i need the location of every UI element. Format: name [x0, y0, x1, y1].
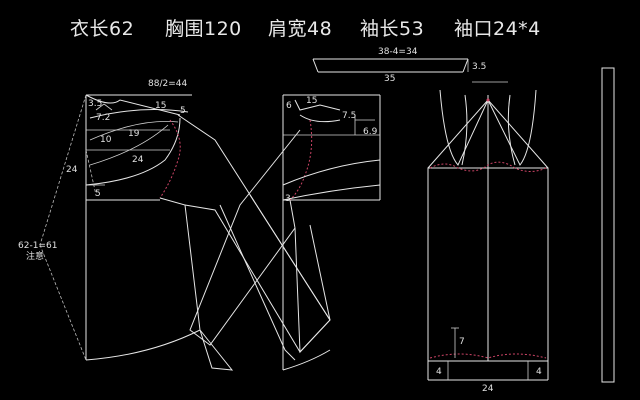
label-24-side: 24 — [66, 165, 78, 175]
ruler-bar — [601, 67, 615, 383]
label-cuff-width: 24 — [482, 384, 494, 394]
label-collar-width: 35 — [384, 74, 395, 84]
label-15-back: 15 — [306, 96, 317, 106]
label-half-bust: 88/2=44 — [148, 79, 187, 89]
label-24-curve: 24 — [132, 155, 144, 165]
front-body-panel — [39, 94, 201, 361]
label-5-front: 5 — [180, 106, 186, 116]
label-7-2: 7.2 — [96, 113, 110, 123]
spec-bust: 胸围120 — [165, 18, 242, 40]
label-3-back: 3 — [285, 194, 291, 204]
label-19: 19 — [128, 129, 140, 139]
spec-cuff: 袖口24*4 — [454, 18, 541, 40]
label-length-calc: 62-1=61 — [18, 241, 57, 251]
label-5-side: 5 — [95, 189, 101, 199]
label-note: 注意 — [26, 250, 44, 262]
spec-garment-length: 衣长62 — [70, 18, 135, 40]
sleeve — [427, 81, 549, 381]
label-collar-calc: 38-4=34 — [378, 47, 418, 57]
collar-band — [312, 58, 469, 73]
label-sleeve-7: 7 — [459, 337, 465, 347]
label-6-back: 6 — [286, 101, 292, 111]
pattern-labels: 88/2=44 3.5 7.2 15 5 10 19 24 24 5 62-1=… — [18, 47, 542, 394]
spec-shoulder-width: 肩宽48 — [268, 18, 333, 40]
label-front-collar-depth: 3.5 — [88, 99, 102, 109]
label-cuff-left: 4 — [436, 367, 442, 377]
label-7-5: 7.5 — [342, 111, 356, 121]
crossed-pattern-pieces — [159, 114, 331, 371]
label-6-9: 6.9 — [363, 127, 378, 137]
label-10: 10 — [100, 135, 112, 145]
label-cuff-right: 4 — [536, 367, 542, 377]
label-15-front: 15 — [155, 101, 166, 111]
spec-sleeve-length: 袖长53 — [360, 18, 425, 40]
back-body-panel — [282, 94, 381, 371]
label-collar-height: 3.5 — [472, 62, 486, 72]
